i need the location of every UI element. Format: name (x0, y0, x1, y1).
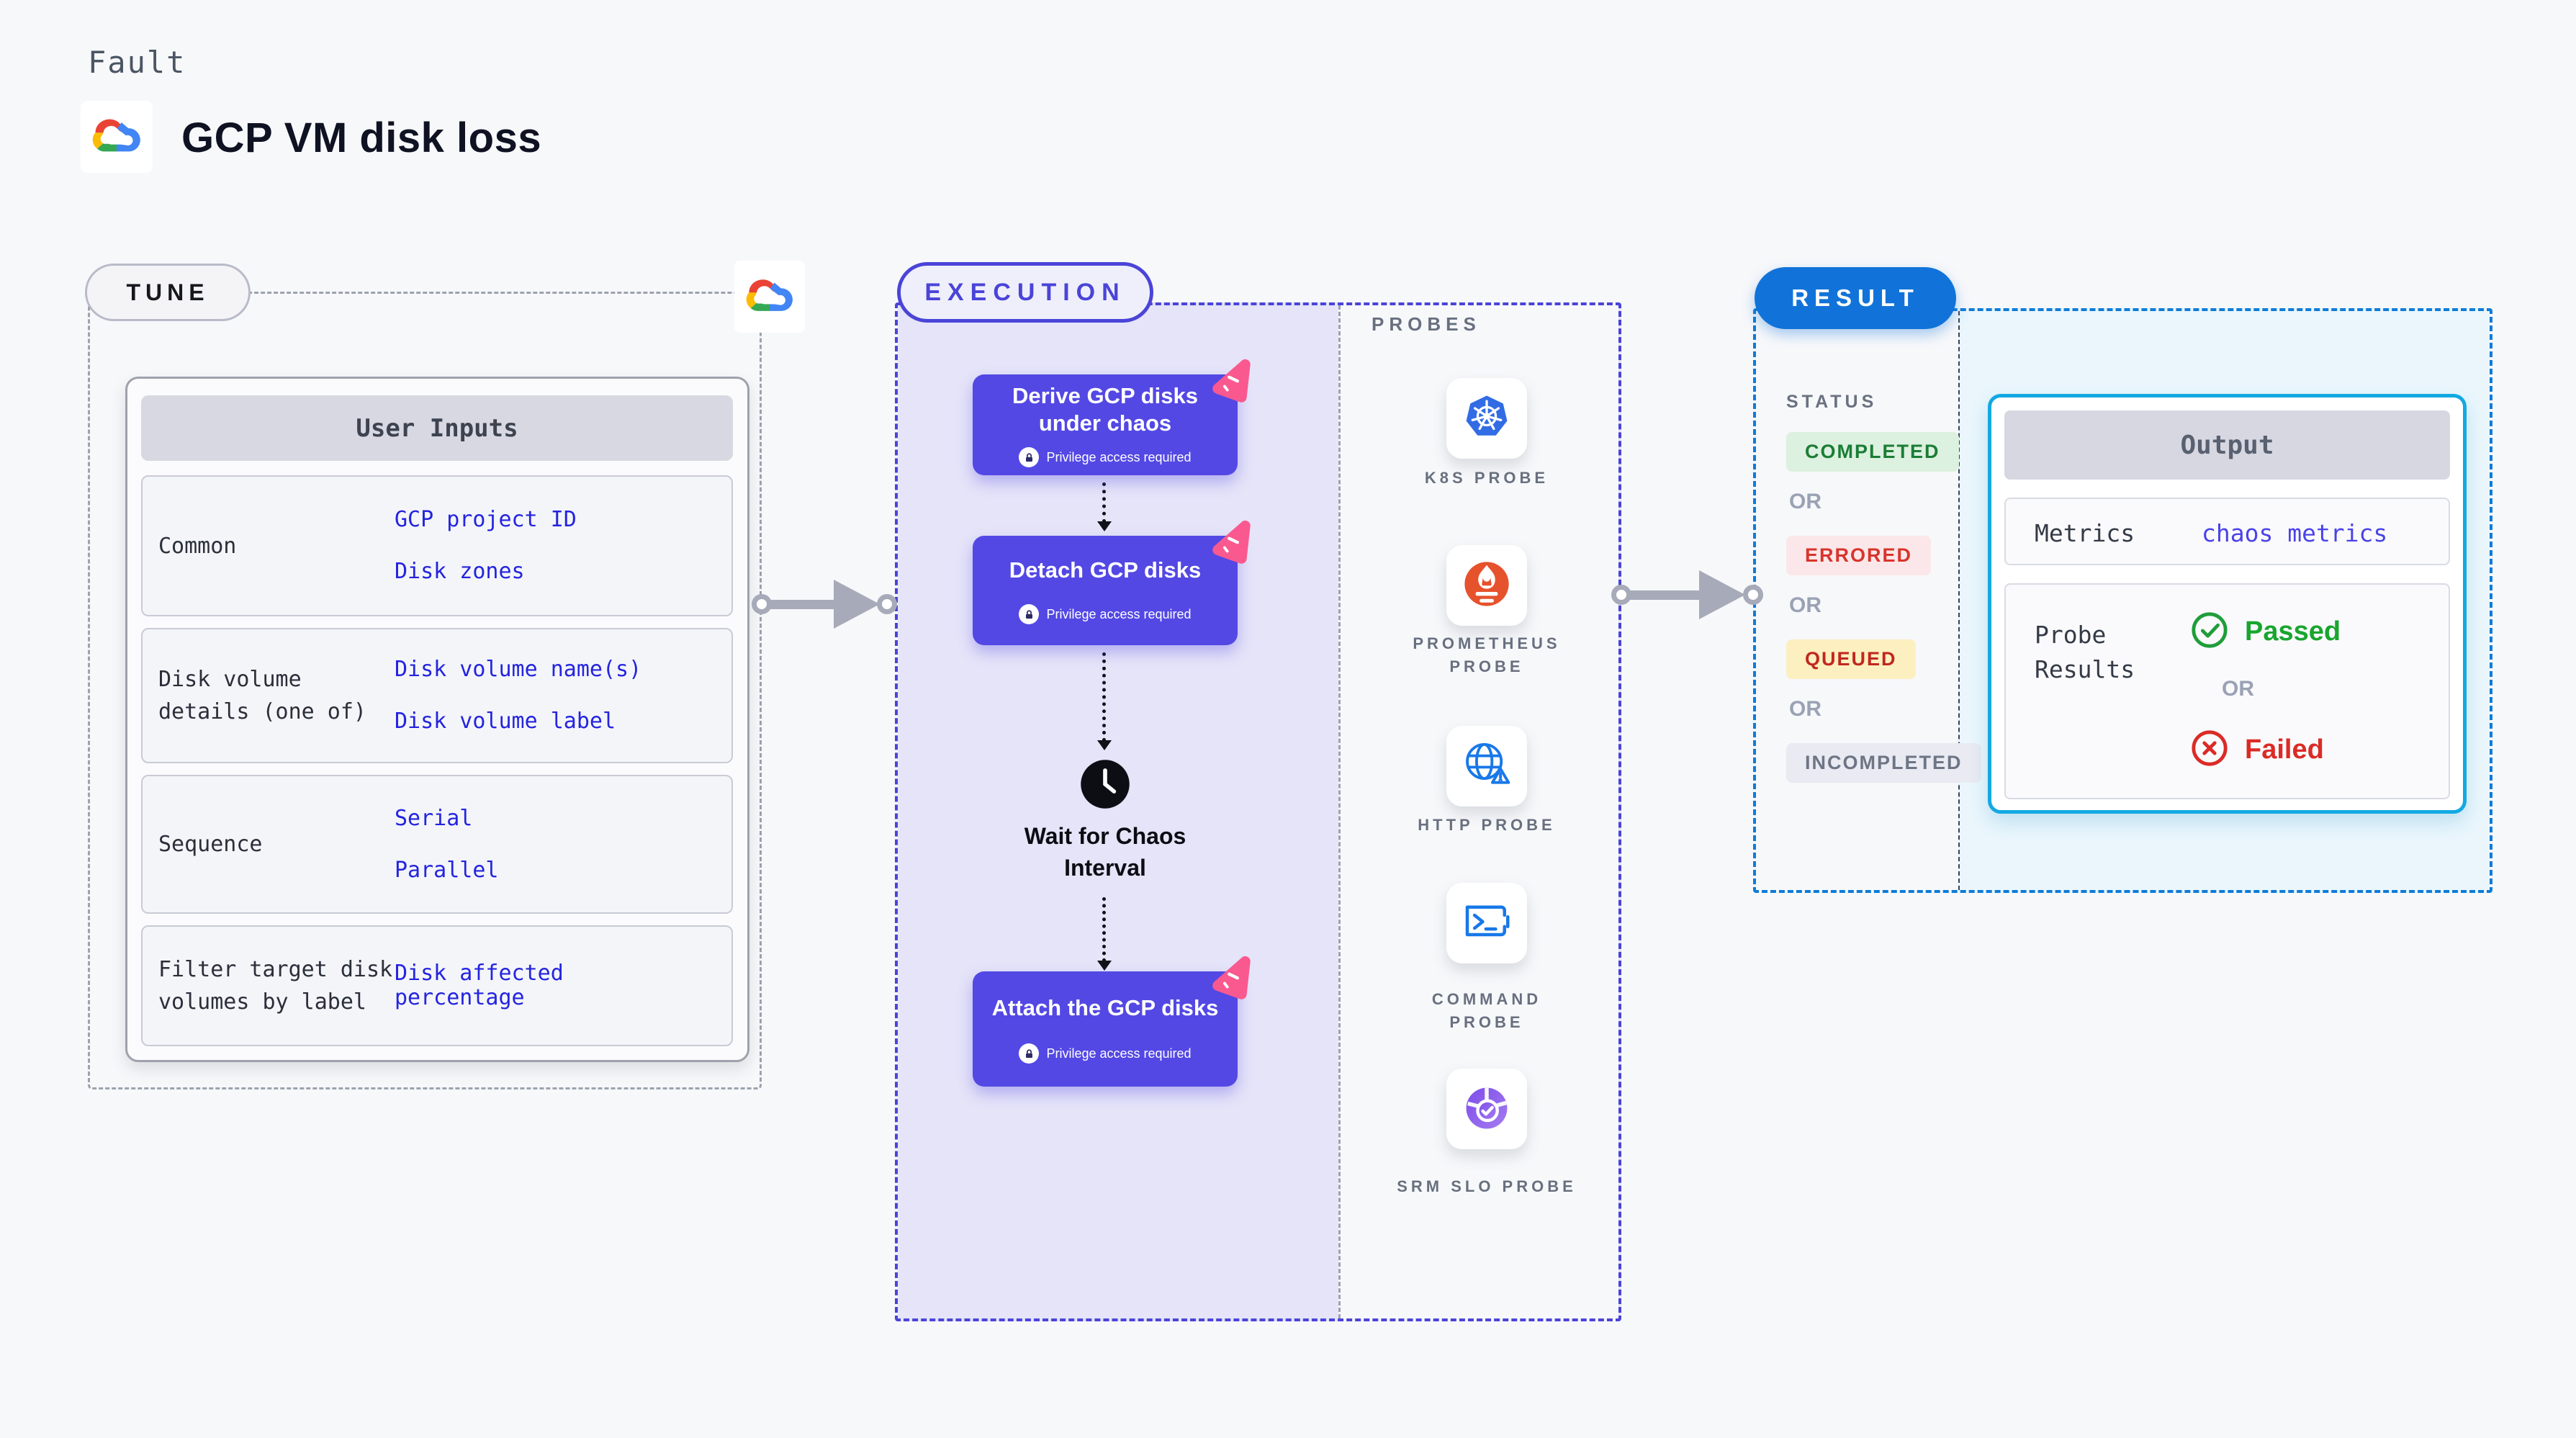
failed-label: Failed (2245, 734, 2324, 765)
lock-icon (1019, 1043, 1040, 1064)
gcp-cloud-icon (744, 274, 796, 320)
value-link[interactable]: Disk affected percentage (395, 961, 577, 1010)
status-badge: COMPLETED (1786, 432, 1959, 472)
litmus-chaos-icon (1204, 354, 1259, 409)
http-globe-icon (1461, 739, 1513, 794)
failed-result: Failed (2190, 729, 2324, 771)
status-badge: ERRORED (1786, 536, 1932, 575)
user-inputs-card: User Inputs Common GCP project ID Disk z… (125, 377, 749, 1062)
or-separator: OR (1789, 490, 1821, 513)
output-card: Output Metrics chaos metrics Probe Resul… (1988, 394, 2467, 814)
result-pill: RESULT (1755, 267, 1956, 329)
value-link[interactable]: Disk volume label (395, 709, 616, 734)
step-title: Detach GCP disks (1009, 557, 1202, 583)
probe-card-command[interactable] (1446, 883, 1527, 963)
metrics-label: Metrics (2035, 519, 2135, 547)
output-header: Output (2004, 410, 2450, 480)
step-card-derive-disks[interactable]: Derive GCP disks under chaos Privilege a… (973, 359, 1251, 475)
clock-icon (1079, 758, 1131, 814)
execution-pill: EXECUTION (897, 262, 1153, 323)
page-title: GCP VM disk loss (181, 114, 542, 161)
passed-label: Passed (2245, 616, 2341, 647)
check-circle-icon (2190, 611, 2229, 653)
connector-dot (1611, 585, 1631, 605)
probe-card-k8s[interactable] (1446, 378, 1527, 459)
result-divider (1958, 311, 1960, 890)
value-link[interactable]: Parallel (395, 857, 499, 883)
flow-connector-arrow (1097, 482, 1112, 531)
lock-icon (1019, 604, 1040, 624)
probe-card-http[interactable] (1446, 726, 1527, 806)
row-label: Disk volume details (one of) (158, 667, 366, 724)
litmus-chaos-icon (1204, 515, 1259, 570)
step-title: Attach the GCP disks (991, 995, 1219, 1020)
probe-results-row: Probe Results Passed OR (2004, 583, 2450, 799)
probe-label: PROMETHEUS PROBE (1413, 634, 1561, 675)
flow-arrow (762, 574, 899, 634)
value-link[interactable]: Disk volume name(s) (395, 657, 642, 682)
result-section-box: STATUS COMPLETED OR ERRORED OR QUEUED OR… (1753, 308, 2492, 893)
probe-card-prometheus[interactable] (1446, 545, 1527, 626)
metrics-row: Metrics chaos metrics (2004, 498, 2450, 565)
x-circle-icon (2190, 729, 2229, 771)
or-separator: OR (1789, 593, 1821, 617)
kubernetes-icon (1462, 392, 1512, 446)
table-row: Common GCP project ID Disk zones (141, 475, 733, 616)
value-link[interactable]: GCP project ID (395, 507, 577, 532)
wait-step-label: Wait for Chaos Interval (1024, 823, 1186, 881)
tune-gcp-logo-box (734, 261, 805, 333)
flow-connector-arrow (1097, 652, 1112, 750)
probe-card-srm-slo[interactable] (1446, 1069, 1527, 1149)
probe-label: HTTP PROBE (1418, 816, 1556, 834)
row-label: Filter target disk volumes by label (158, 957, 393, 1015)
passed-result: Passed (2190, 611, 2341, 653)
tune-section-box (88, 292, 762, 1089)
status-badge: QUEUED (1786, 639, 1916, 679)
probe-label: K8S PROBE (1424, 469, 1549, 487)
probes-divider (1338, 305, 1341, 1318)
connector-dot (752, 594, 772, 614)
probes-section-label: PROBES (1372, 313, 1481, 335)
probe-label: SRM SLO PROBE (1397, 1177, 1577, 1195)
step-title: Derive GCP disks under chaos (1012, 383, 1198, 436)
litmus-chaos-icon (1204, 951, 1259, 1006)
row-label: Sequence (158, 832, 263, 857)
or-separator: OR (1789, 697, 1821, 721)
table-row: Disk volume details (one of) Disk volume… (141, 628, 733, 763)
execution-section-box: Derive GCP disks under chaos Privilege a… (895, 302, 1621, 1321)
table-row: Filter target disk volumes by label Disk… (141, 925, 733, 1046)
probe-results-label: Probe Results (2035, 621, 2135, 683)
table-row: Sequence Serial Parallel (141, 775, 733, 914)
status-column-label: STATUS (1786, 392, 1878, 412)
step-card-attach-disks[interactable]: Attach the GCP disks Privilege access re… (973, 956, 1251, 1087)
value-link[interactable]: Serial (395, 805, 473, 831)
value-link[interactable]: Disk zones (395, 559, 525, 584)
step-card-detach-disks[interactable]: Detach GCP disks Privilege access requir… (973, 520, 1251, 645)
fault-kicker: Fault (88, 45, 186, 80)
chaos-metrics-link[interactable]: chaos metrics (2202, 519, 2388, 547)
probe-label: COMMAND PROBE (1431, 990, 1542, 1031)
gcp-logo-box (81, 101, 153, 173)
slo-pie-icon (1462, 1082, 1512, 1136)
gcp-cloud-icon (90, 114, 143, 161)
or-separator: OR (2222, 677, 2254, 701)
tune-pill: TUNE (85, 264, 251, 321)
privilege-badge: Privilege access required (1046, 449, 1192, 464)
user-inputs-header: User Inputs (141, 395, 733, 461)
connector-dot (877, 594, 897, 614)
prometheus-icon (1462, 559, 1512, 613)
flow-arrow (1621, 565, 1755, 625)
status-badge: INCOMPLETED (1786, 743, 1981, 783)
lock-icon (1019, 447, 1040, 467)
privilege-badge: Privilege access required (1046, 606, 1192, 621)
row-label: Common (158, 533, 237, 559)
flow-connector-arrow (1097, 897, 1112, 971)
connector-dot (1743, 585, 1763, 605)
privilege-badge: Privilege access required (1046, 1046, 1192, 1061)
terminal-icon (1461, 896, 1513, 951)
